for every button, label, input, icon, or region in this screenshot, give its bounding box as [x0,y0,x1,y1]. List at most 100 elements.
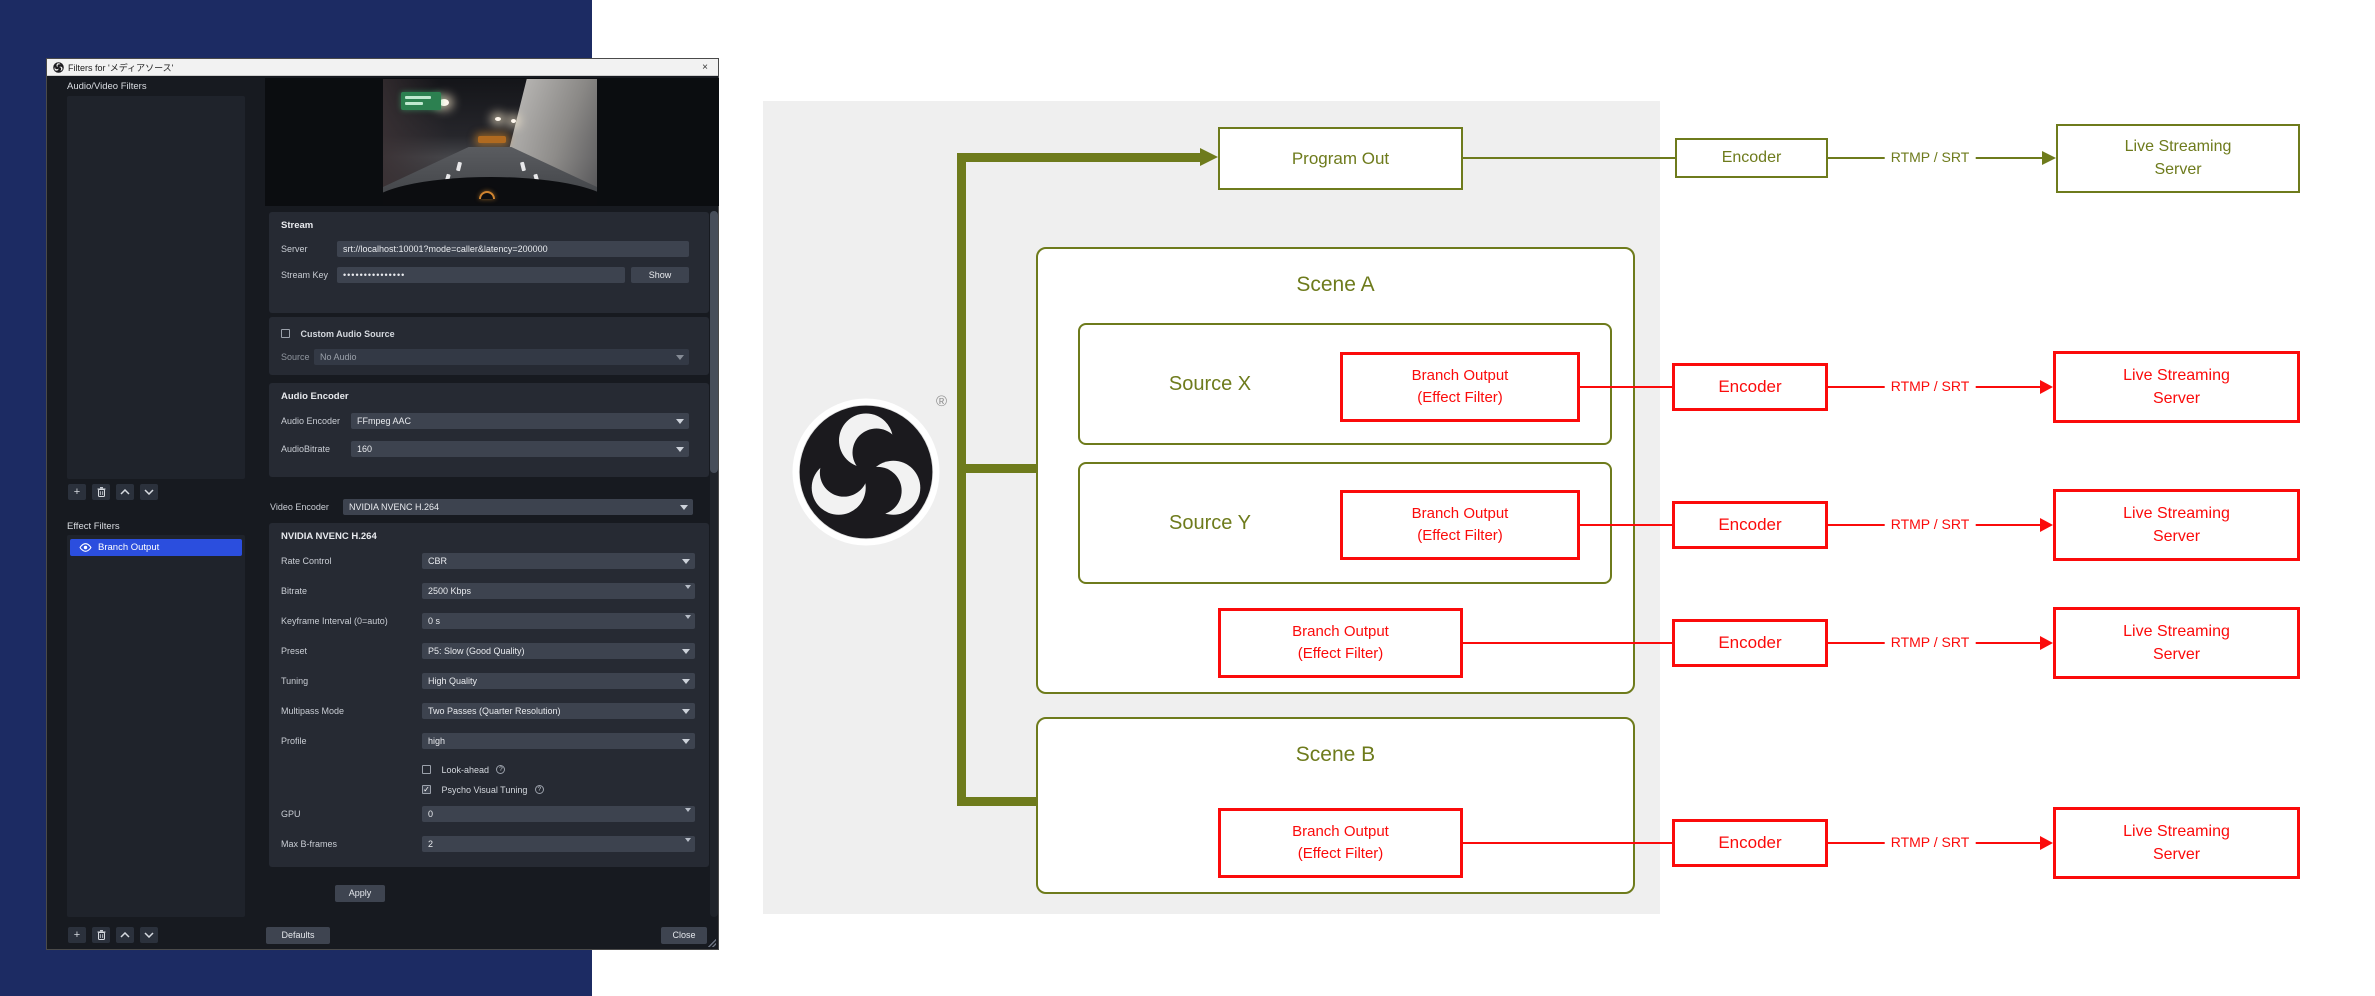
dropdown-arrow-icon [676,447,684,452]
server-box-program: Live Streaming Server [2056,124,2300,193]
video-preview [383,79,597,205]
dialog-titlebar[interactable]: Filters for 'メディアソース' × [47,59,718,76]
profile-select[interactable]: high [422,733,695,749]
max-b-frames-spinbox[interactable]: 2 [422,836,695,852]
line-branch1-encoder [1580,386,1672,388]
lookahead-label: Look-ahead [441,764,489,775]
program-out-label: Program Out [1291,148,1390,168]
add-filter-button[interactable]: + [68,484,86,500]
rate-control-label: Rate Control [281,556,332,566]
server-label: Server [281,244,308,254]
spinner-arrows-icon[interactable] [679,838,691,852]
dropdown-arrow-icon [682,679,690,684]
stream-section-header: Stream [281,220,314,231]
connector-main-vertical [957,153,966,806]
close-button[interactable]: Close [661,927,707,944]
protocol-label-1: RTMP / SRT [1884,378,1976,394]
effect-filters-label: Effect Filters [67,521,120,532]
psycho-visual-tuning-checkbox[interactable]: ✓ [422,785,431,795]
add-filter-button-bottom[interactable]: + [68,927,86,943]
dropdown-arrow-icon [682,709,690,714]
encoder-box-4: Encoder [1672,819,1828,867]
arrowhead-server-program [2042,151,2056,165]
rate-control-select[interactable]: CBR [422,553,695,569]
connector-to-scene-b [962,797,1038,806]
multipass-mode-select[interactable]: Two Passes (Quarter Resolution) [422,703,695,719]
move-down-button-bottom[interactable] [140,927,158,943]
help-icon[interactable]: ? [534,785,544,795]
move-filter-up-button[interactable] [116,484,134,500]
stream-key-input[interactable]: ••••••••••••••• [337,267,625,283]
source-x-label: Source X [1168,372,1252,395]
chevron-down-icon [144,489,154,495]
effect-filters-list[interactable]: Branch Output [67,535,245,917]
stream-section: Stream Server srt://localhost:10001?mode… [269,212,709,313]
resize-grip[interactable] [708,939,716,947]
nvenc-section: NVIDIA NVENC H.264 Rate Control CBR Bitr… [269,523,709,867]
source-y-label: Source Y [1169,511,1251,534]
branch-output-box-1: Branch Output (Effect Filter) [1340,352,1580,422]
video-encoder-select[interactable]: NVIDIA NVENC H.264 [343,499,693,515]
arrowhead-server-4 [2040,836,2053,850]
psycho-visual-tuning-label: Psycho Visual Tuning [441,784,528,795]
tuning-select[interactable]: High Quality [422,673,695,689]
chevron-up-icon [120,932,130,938]
audio-encoder-label: Audio Encoder [281,416,341,426]
preset-label: Preset [281,646,308,656]
branch-line1: Branch Output [1411,367,1509,385]
arrowhead-server-2 [2040,518,2053,532]
program-out-box: Program Out [1218,127,1463,190]
spinner-arrows-icon[interactable] [679,585,691,599]
bitrate-spinbox[interactable]: 2500 Kbps [422,583,695,599]
server-line2: Server [2154,160,2202,178]
audio-video-filters-list[interactable] [67,96,245,479]
remove-filter-button[interactable] [92,484,110,500]
protocol-label-2: RTMP / SRT [1884,516,1976,532]
apply-button[interactable]: Apply [335,885,385,902]
scene-b-title: Scene B [1295,743,1376,766]
move-up-button-bottom[interactable] [116,927,134,943]
tunnel-green-sign [401,92,441,110]
spinner-arrows-icon[interactable] [679,808,691,822]
filter-item-branch-output[interactable]: Branch Output [70,539,242,556]
source-select[interactable]: No Audio [314,349,689,365]
lookahead-checkbox[interactable] [422,765,431,775]
show-key-button[interactable]: Show [631,267,689,283]
spinner-arrows-icon[interactable] [679,615,691,629]
audio-encoder-header: Audio Encoder [281,391,349,402]
protocol-label-program: RTMP / SRT [1884,149,1976,165]
dashboard-gauge-glow [479,191,495,199]
line-branch3-encoder [1463,642,1672,644]
custom-audio-source-section: Custom Audio Source Source No Audio [269,317,709,375]
multipass-mode-label: Multipass Mode [281,706,345,716]
move-filter-down-button[interactable] [140,484,158,500]
connector-to-scene-a [962,464,1038,473]
server-input[interactable]: srt://localhost:10001?mode=caller&latenc… [337,241,689,257]
custom-audio-source-checkbox[interactable] [281,329,290,339]
defaults-button[interactable]: Defaults [266,927,330,944]
tunnel-end-glow [478,136,506,143]
help-icon[interactable]: ? [496,765,506,775]
remove-filter-button-bottom[interactable] [92,927,110,943]
obs-filters-dialog: Filters for 'メディアソース' × Audio/Video Filt… [46,58,719,950]
obs-titlebar-icon [53,61,64,73]
dropdown-arrow-icon [680,505,688,510]
filter-item-label: Branch Output [98,542,160,553]
properties-scrollbar-thumb[interactable] [710,211,718,473]
nvenc-header: NVIDIA NVENC H.264 [281,531,377,542]
tuning-label: Tuning [281,676,309,686]
registered-trademark: ® [936,393,948,410]
titlebar-close-button[interactable]: × [702,61,708,73]
audio-encoder-select[interactable]: FFmpeg AAC [351,413,689,429]
preset-select[interactable]: P5: Slow (Good Quality) [422,643,695,659]
gpu-spinbox[interactable]: 0 [422,806,695,822]
properties-scrollbar-track[interactable] [710,211,718,917]
trash-icon [97,930,105,940]
audio-bitrate-select[interactable]: 160 [351,441,689,457]
arrowhead-program-out [1200,148,1218,166]
dropdown-arrow-icon [682,739,690,744]
keyframe-interval-spinbox[interactable]: 0 s [422,613,695,629]
